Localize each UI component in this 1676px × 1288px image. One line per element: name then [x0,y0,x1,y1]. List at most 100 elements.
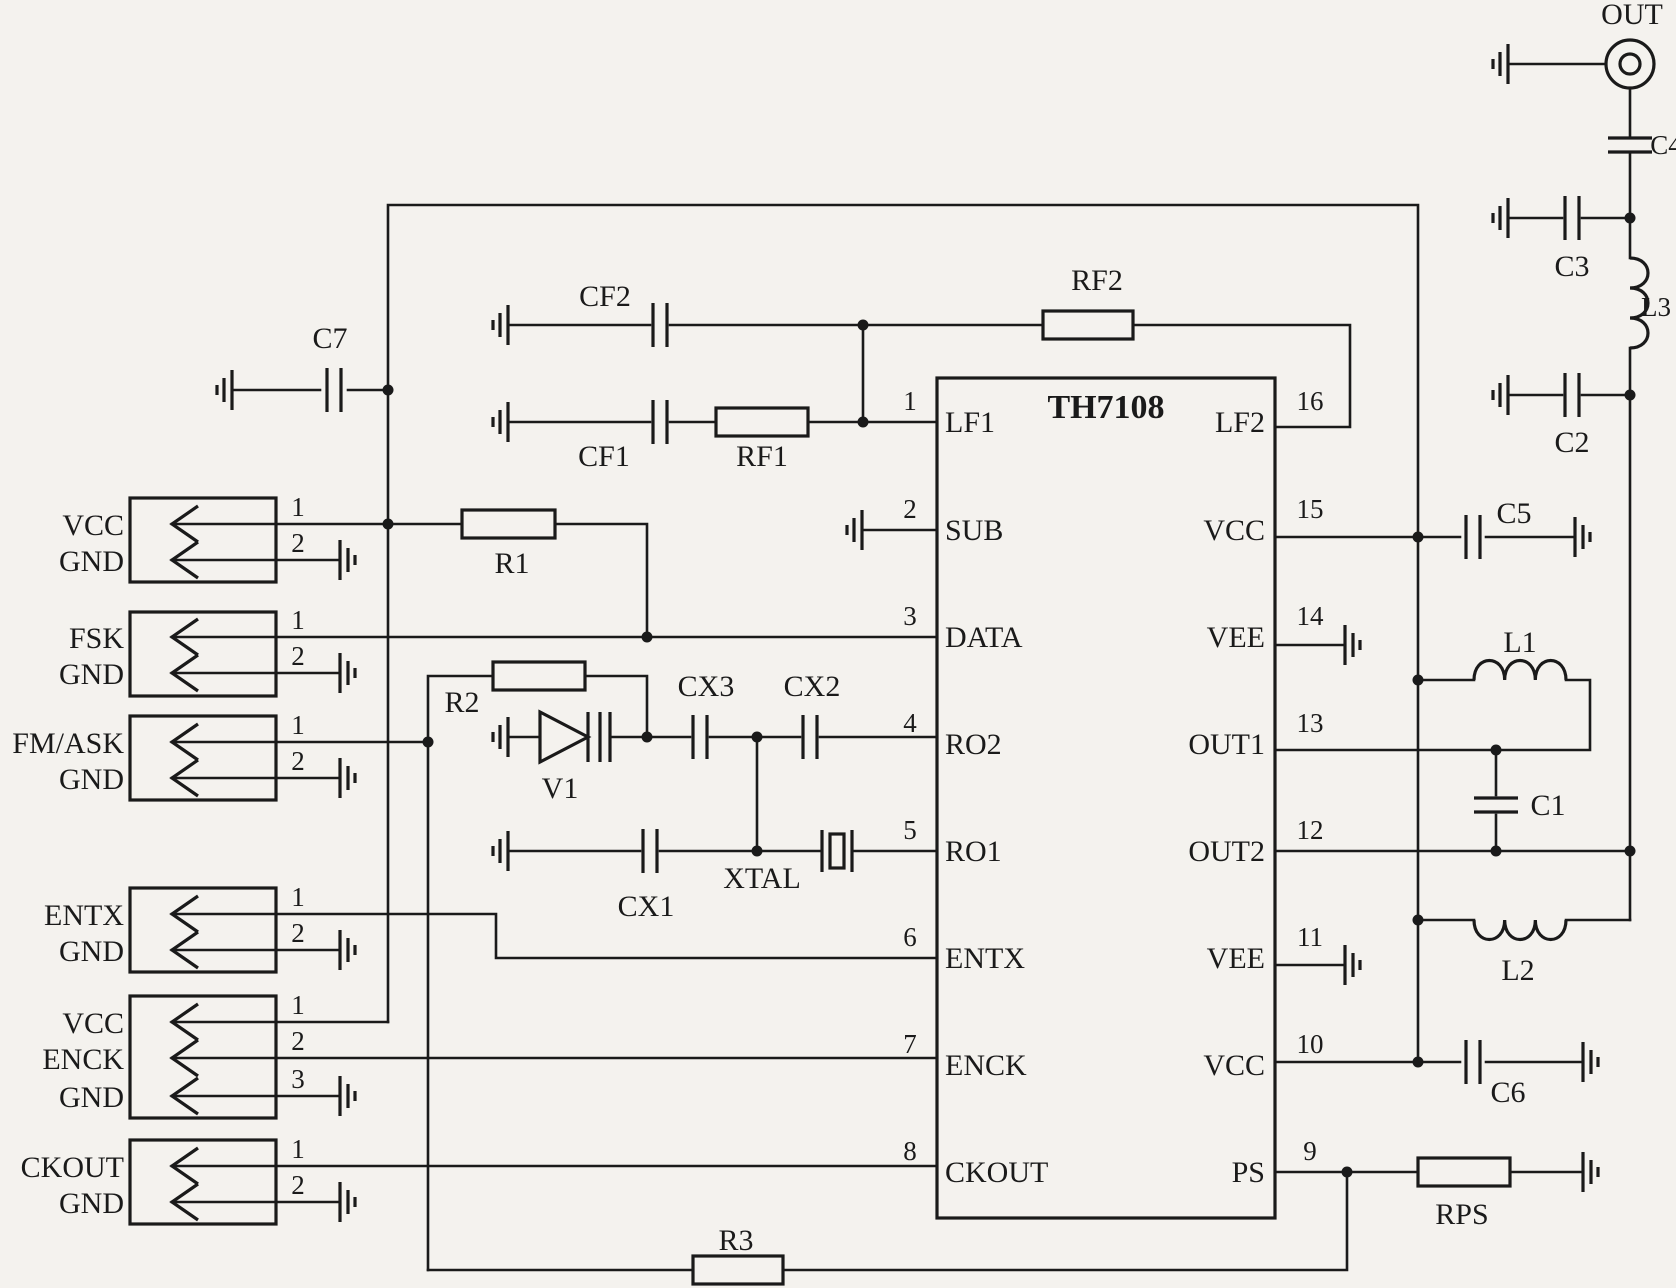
junction-dot [641,731,653,743]
rps-ground [1581,1152,1600,1192]
connector-pin-number: 2 [291,641,305,671]
ground-symbol [338,758,357,798]
connector-signal: FSK [69,622,124,655]
xtal-label: XTAL [723,862,801,895]
l2-inductor [1472,919,1568,942]
rf1-label: RF1 [736,440,788,473]
cf2-ground [491,305,510,345]
cx3-capacitor [691,713,709,761]
connector-signal: ENTX [44,899,124,932]
wire [553,522,649,639]
ic-pin-name: VEE [1207,621,1265,654]
connector-signal: GND [59,935,124,968]
connector-signal: VCC [62,509,124,542]
ground-symbol [338,1076,357,1116]
ic-pin-number: 8 [903,1136,917,1166]
cx3-label: CX3 [678,670,735,703]
cx1-capacitor [641,827,659,875]
connector [128,994,278,1120]
c2-ground [1491,375,1510,415]
c1-label: C1 [1530,789,1565,822]
ic-pin-name: OUT1 [1188,728,1265,761]
connector-signal: VCC [62,1007,124,1040]
ic-pin-name: LF2 [1215,406,1265,439]
c6-ground [1581,1042,1600,1082]
c2-label: C2 [1554,426,1589,459]
connector-pin-number: 3 [291,1064,305,1094]
ic-pin-name: CKOUT [945,1156,1048,1189]
ic-pin-number: 10 [1297,1029,1324,1059]
connector-signal: GND [59,1081,124,1114]
out-label: OUT [1601,0,1663,31]
l3-inductor [1629,256,1650,350]
out-connector [1604,38,1656,90]
r2-label: R2 [444,686,479,719]
junction-dot [1490,845,1502,857]
cf1-label: CF1 [578,440,630,473]
junction-dot [1412,1056,1424,1068]
c2-capacitor [1563,371,1581,419]
ic-pin-name: DATA [945,621,1023,654]
ic-pin-number: 5 [903,815,917,845]
r3-label: R3 [718,1224,753,1257]
vee11-ground [1343,945,1362,985]
c7-label: C7 [312,322,347,355]
junction-dot [1412,531,1424,543]
ic-pin-number: 6 [903,922,917,952]
ic-pin-number: 1 [903,386,917,416]
r1-label: R1 [494,547,529,580]
c5-label: C5 [1496,497,1531,530]
connector-signal: GND [59,1187,124,1220]
components [128,38,1656,1286]
ic-pin-number: 4 [903,708,917,738]
v1-label: V1 [542,772,579,805]
cx2-capacitor [801,713,819,761]
r1-resistor [460,508,557,540]
l3-label: L3 [1641,292,1671,322]
c6-capacitor [1464,1038,1482,1086]
ground-symbol [338,930,357,970]
ground-symbol [338,653,357,693]
cx1-label: CX1 [618,890,675,923]
ic-pin-name: VCC [1203,514,1265,547]
connector-signal: ENCK [42,1043,124,1076]
cx1-ground [491,831,510,871]
ic-pin-name: ENCK [945,1049,1027,1082]
ic-pin-number: 15 [1297,494,1324,524]
c3-ground [1491,198,1510,238]
connector-pin-number: 2 [291,918,305,948]
connector-signal: GND [59,763,124,796]
connector-pin-number: 2 [291,528,305,558]
connector [128,610,278,698]
l1-inductor [1472,658,1568,681]
sub-ground [845,510,864,550]
labels: TH71081LF12SUB3DATA4RO25RO16ENTX7ENCK8CK… [12,0,1676,1257]
v1-varactor-diode [538,709,612,765]
ic-pin-name: LF1 [945,406,995,439]
wire [1131,323,1352,429]
ground-symbol [338,1182,357,1222]
ic-pin-name: RO1 [945,835,1002,868]
ic-pin-number: 9 [1303,1136,1317,1166]
connector-pin-number: 2 [291,1026,305,1056]
ic-pin-number: 14 [1297,601,1325,631]
v1-ground [491,717,510,757]
wire [1273,678,1592,752]
r2-resistor [491,660,587,692]
ic-pin-name: VEE [1207,942,1265,975]
wire [426,674,495,1272]
ic-pin-number: 3 [903,601,917,631]
c6-label: C6 [1490,1076,1525,1109]
connector-pin-number: 1 [291,1134,305,1164]
connector-pin-number: 1 [291,882,305,912]
connector [128,496,278,584]
rf2-label: RF2 [1071,264,1123,297]
l2-label: L2 [1501,954,1534,987]
ic-pin-name: VCC [1203,1049,1265,1082]
c7-capacitor [325,366,343,414]
connector-signal: GND [59,658,124,691]
ic-pin-name: OUT2 [1188,835,1265,868]
c4-capacitor [1606,136,1654,154]
cx2-label: CX2 [784,670,841,703]
ic-pin-number: 2 [903,494,917,524]
